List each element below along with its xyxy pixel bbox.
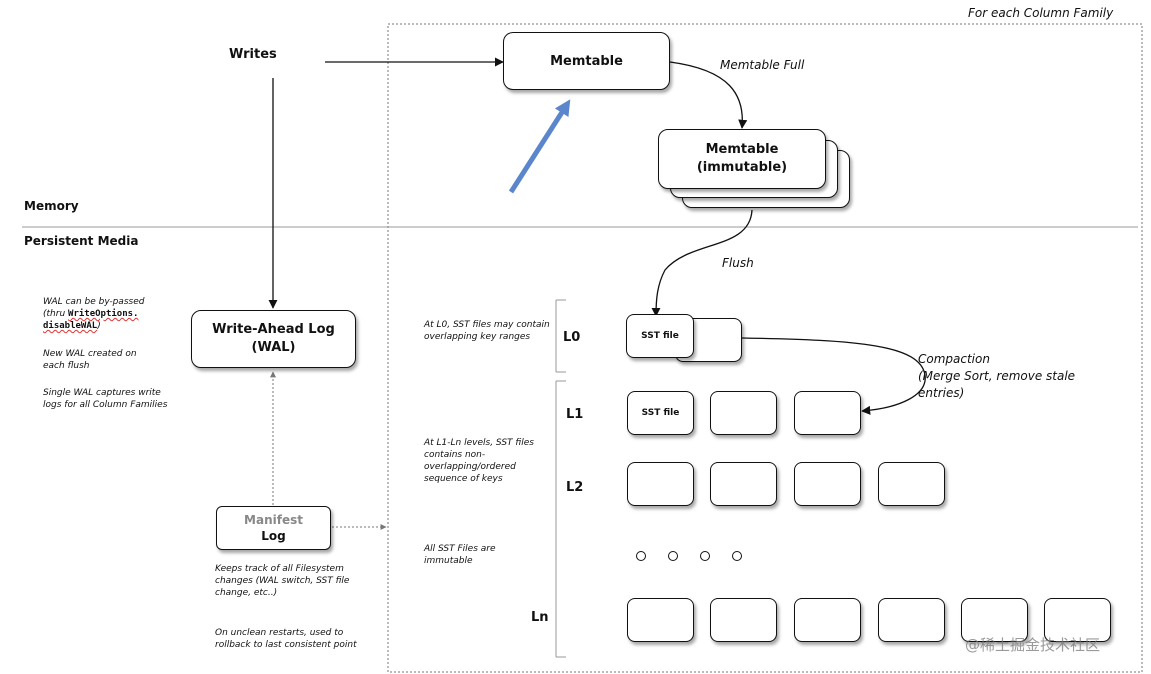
level-l1-label: L1 <box>566 407 584 422</box>
manifest-sublabel: Log <box>261 529 286 543</box>
manifest-restart-note: On unclean restarts, used to rollback to… <box>215 628 357 650</box>
manifest-tracks-note: Keeps track of all Filesystem changes (W… <box>215 564 350 598</box>
ellipsis-dot <box>700 551 710 561</box>
ln-sst-file <box>878 598 945 642</box>
wal-sublabel: (WAL) <box>251 340 296 355</box>
l1-sst-file <box>794 391 861 435</box>
l1-sst-file: SST file <box>627 391 694 435</box>
ln-sst-file <box>627 598 694 642</box>
manifest-log-box: Manifest Log <box>216 506 331 550</box>
memtable-full-label: Memtable Full <box>720 58 805 72</box>
l2-sst-file <box>878 462 945 506</box>
ln-sst-file <box>961 598 1028 642</box>
writes-label: Writes <box>229 47 277 62</box>
level-ln-label: Ln <box>531 610 549 625</box>
memtable-box: Memtable <box>503 32 670 90</box>
ln-sst-file <box>710 598 777 642</box>
column-family-frame <box>387 23 1143 673</box>
disable-wal-code: disableWAL <box>43 321 98 331</box>
ln-sst-file <box>1044 598 1111 642</box>
l1-sst-file <box>710 391 777 435</box>
write-options-code: WriteOptions. <box>68 309 139 319</box>
memtable-label: Memtable <box>550 53 623 69</box>
manifest-label: Manifest <box>244 513 303 527</box>
ln-sst-file <box>794 598 861 642</box>
immutable-note: All SST Files are immutable <box>424 544 496 566</box>
memtable-full-arrow <box>669 61 748 129</box>
wal-new-note: New WAL created on each flush <box>43 349 137 371</box>
compaction-arrow <box>741 337 926 415</box>
compaction-label: Compaction (Merge Sort, remove stale ent… <box>918 352 1076 400</box>
flush-label: Flush <box>722 256 754 270</box>
column-family-label: For each Column Family <box>968 6 1114 20</box>
memory-section-label: Memory <box>24 199 79 213</box>
l0-sst-file: SST file <box>626 314 694 358</box>
wal-label: Write-Ahead Log <box>212 322 335 337</box>
l0-note: At L0, SST files may contain overlapping… <box>424 320 550 342</box>
l1-ln-note: At L1-Ln levels, SST files contains non-… <box>424 438 534 484</box>
wal-bypass-note: WAL can be by-passed (thru WriteOptions.… <box>43 297 145 331</box>
level-l2-label: L2 <box>566 480 584 495</box>
l2-sst-file <box>710 462 777 506</box>
highlight-arrow <box>508 99 571 194</box>
wal-box: Write-Ahead Log (WAL) <box>191 310 356 368</box>
ellipsis-dot <box>732 551 742 561</box>
persistent-media-section-label: Persistent Media <box>24 234 139 248</box>
wal-single-note: Single WAL captures write logs for all C… <box>43 388 168 410</box>
immutable-memtable-box: Memtable (immutable) <box>658 129 826 189</box>
l2-sst-file <box>627 462 694 506</box>
immutable-memtable-label: Memtable <box>705 142 779 157</box>
immutable-memtable-sublabel: (immutable) <box>696 160 788 175</box>
flush-arrow <box>651 209 753 317</box>
ellipsis-dot <box>668 551 678 561</box>
l2-sst-file <box>794 462 861 506</box>
ellipsis-dot <box>636 551 646 561</box>
level-l0-label: L0 <box>563 330 581 345</box>
watermark: @稀土掘金技术社区 <box>965 636 1101 654</box>
